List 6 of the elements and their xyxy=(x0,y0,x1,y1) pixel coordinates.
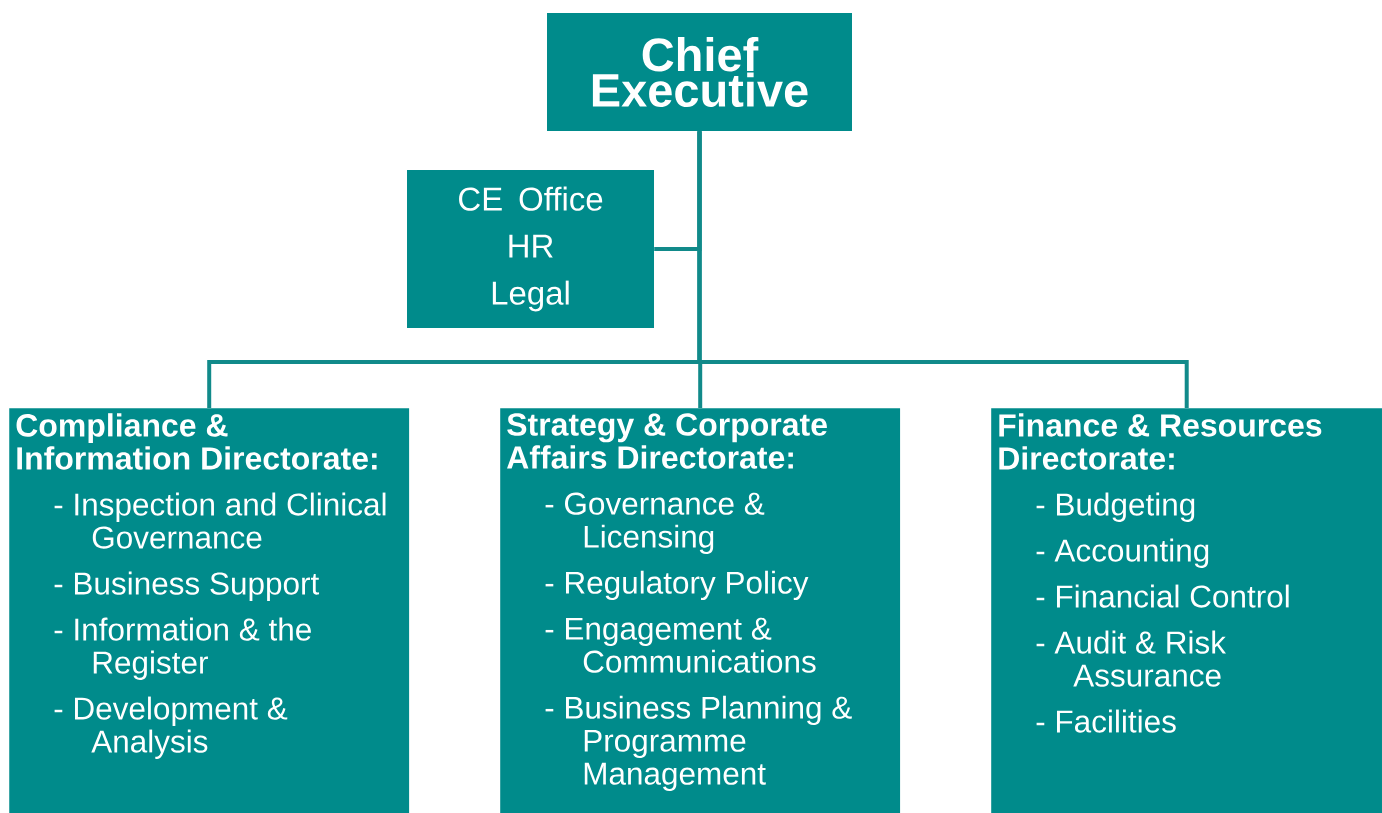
directorate-box: Strategy & Corporate Affairs Directorate: - Governance & Licensing - Regulatory Policy - Engagement & Communications - Business Planning & Programme Management xyxy=(500,408,901,813)
executive-box: Chief Executive xyxy=(547,13,852,131)
office-box: CE Office HR Legal xyxy=(407,170,654,328)
connector-line xyxy=(697,131,1189,408)
directorate-box: Compliance & Information Directorate: - Inspection and Clinical Governance - Business Support - Information & the Register - Development & Analysis xyxy=(9,408,410,813)
directorate-box: Finance & Resources Directorate: - Budgeting - Accounting - Financial Control - Audit & Risk Assurance - Facilities xyxy=(991,408,1382,813)
